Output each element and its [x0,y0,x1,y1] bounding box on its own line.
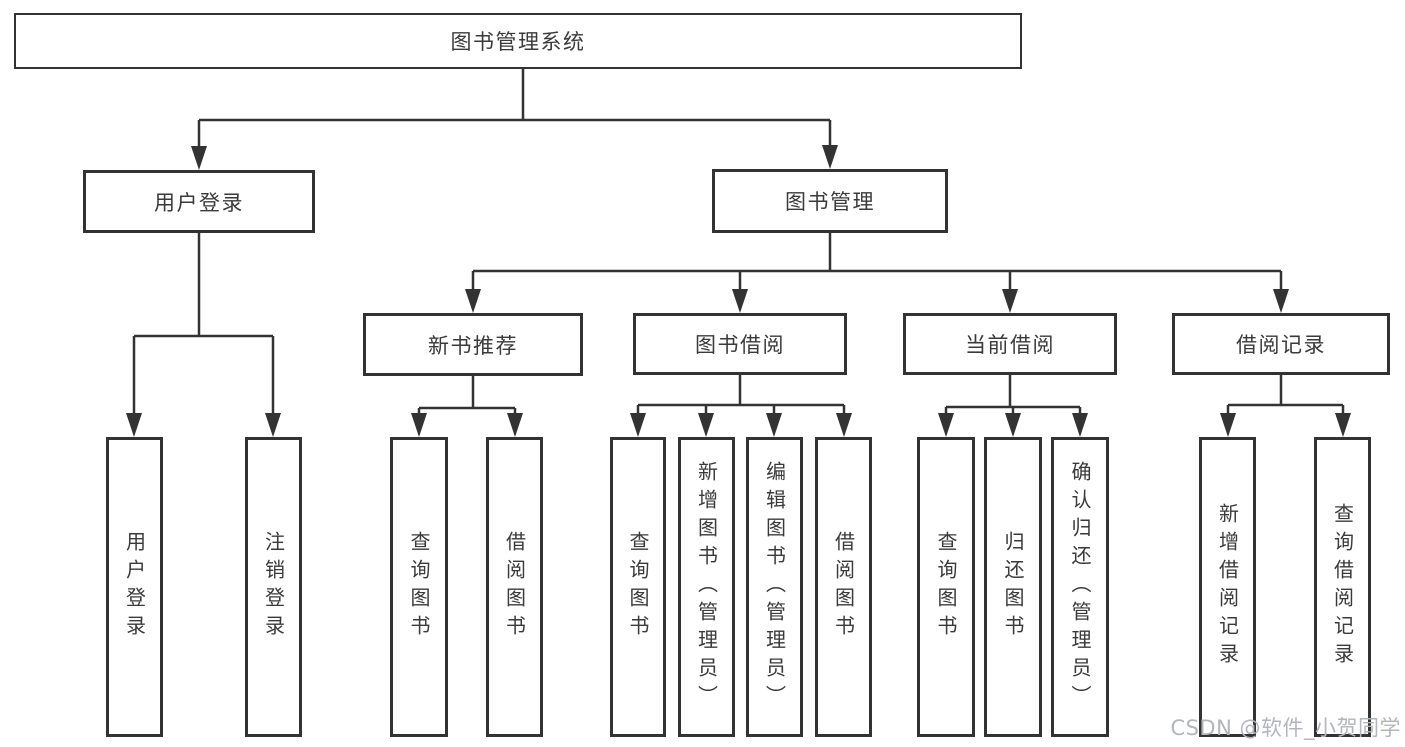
leaf-query-books-borrow: 查询图书 [610,437,666,737]
leaf-add-borrow-record: 新增借阅记录 [1199,437,1256,737]
node-book-management: 图书管理 [712,169,948,233]
arrow-down-icons [126,145,1351,437]
leaf-user-login: 用户登录 [106,437,163,737]
leaf-query-borrow-record: 查询借阅记录 [1314,437,1371,737]
node-new-book-recommend: 新书推荐 [363,313,583,376]
leaf-borrow-books: 借阅图书 [815,437,872,737]
leaf-logout-login: 注销登录 [245,437,302,737]
leaf-return-book: 归还图书 [984,437,1042,737]
node-borrow-records: 借阅记录 [1172,313,1390,375]
leaf-query-books-current: 查询图书 [917,437,975,737]
leaf-borrow-books-recommend: 借阅图书 [486,437,543,737]
node-book-borrow: 图书借阅 [633,313,847,375]
csdn-watermark: CSDN @软件_小贺同学 [1170,716,1401,740]
leaf-add-book-admin: 新增图书（管理员） [678,437,735,737]
node-library-management-system: 图书管理系统 [14,13,1022,69]
leaf-query-books-recommend: 查询图书 [390,437,448,737]
node-current-borrow: 当前借阅 [903,313,1117,375]
leaf-edit-book-admin: 编辑图书（管理员） [746,437,803,737]
node-user-login: 用户登录 [83,170,315,233]
leaf-confirm-return-admin: 确认归还（管理员） [1051,437,1109,737]
